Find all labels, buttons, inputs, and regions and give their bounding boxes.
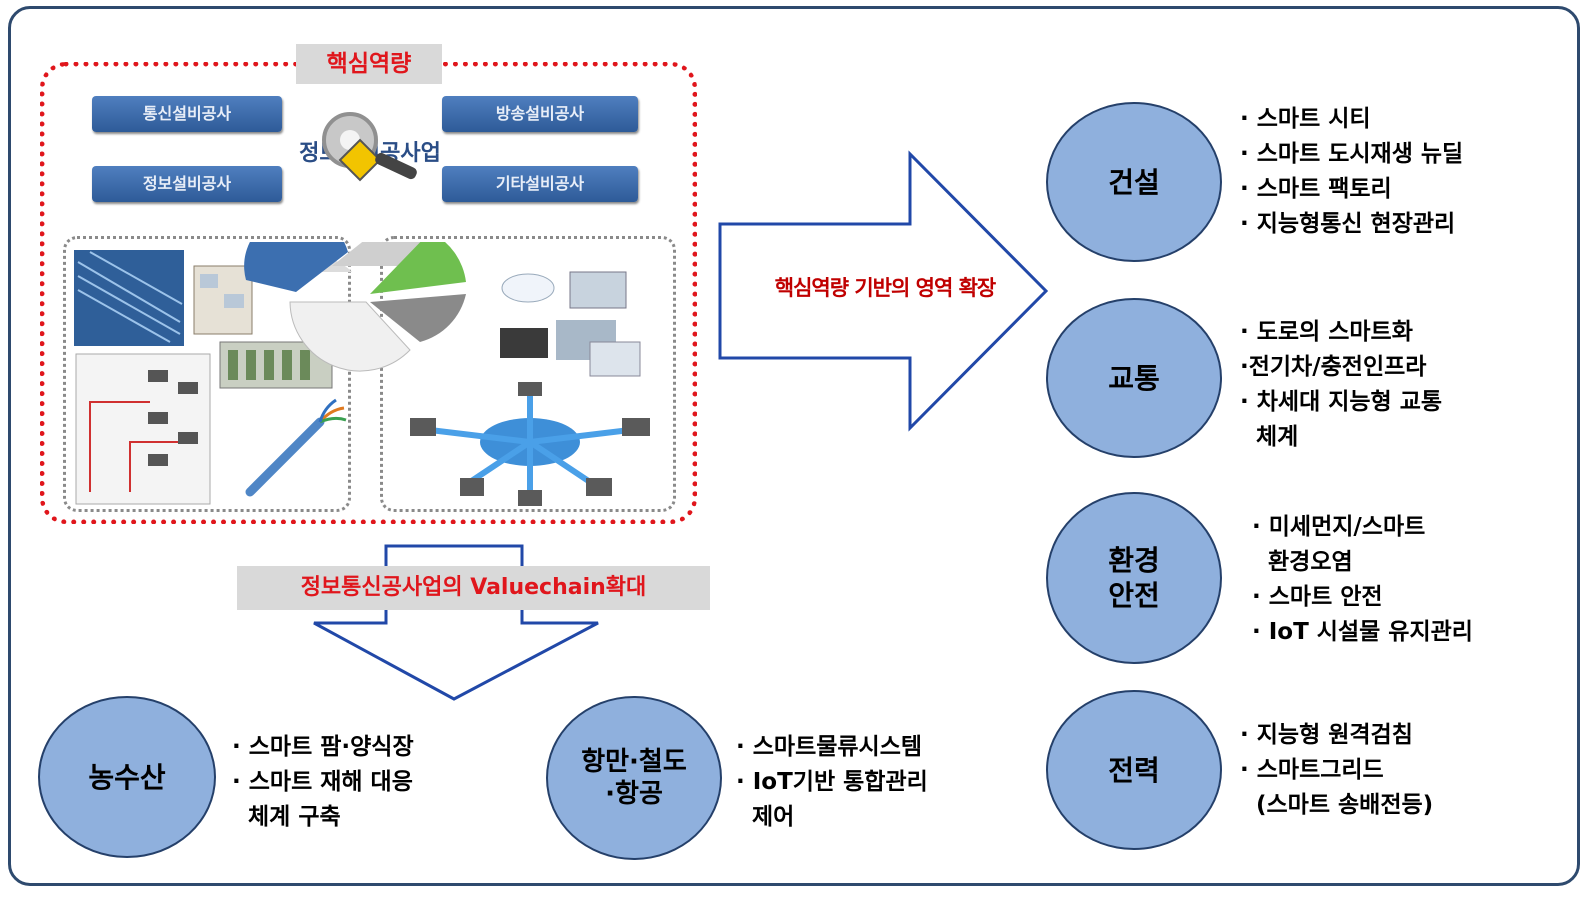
list-item: · 스마트 안전: [1252, 584, 1383, 610]
list-item: 체계 구축: [232, 804, 341, 830]
list-item: · 스마트 도시재생 뉴딜: [1240, 141, 1464, 167]
list-item: ·전기차/충전인프라: [1240, 354, 1427, 380]
list-item: 환경오염: [1252, 549, 1353, 575]
list-item: · IoT 시설물 유지관리: [1252, 619, 1473, 645]
network-equipment-illustration: [74, 242, 650, 506]
list-item: (스마트 송배전등): [1240, 792, 1434, 818]
right-illustration-panel: [380, 236, 676, 512]
core-competency-title: 핵심역량: [296, 44, 442, 84]
list-item: · 차세대 지능형 교통: [1240, 389, 1443, 415]
list-item: · 스마트 재해 대응: [232, 769, 413, 795]
valuechain-arrow-down: [313, 544, 599, 701]
list-item: · IoT기반 통합관리: [736, 769, 928, 795]
list-item: · 지능형통신 현장관리: [1240, 211, 1456, 237]
service-button-telecom: 통신설비공사: [92, 96, 282, 132]
list-item: · 미세먼지/스마트: [1252, 514, 1426, 540]
domain-circle-port-rail-aviation: 항만·철도 ·항공: [546, 696, 722, 860]
domain-circle-transport: 교통: [1046, 298, 1222, 458]
domain-list-transport: · 도로의 스마트화 ·전기차/충전인프라 · 차세대 지능형 교통 체계: [1240, 315, 1442, 455]
domain-list-construction: · 스마트 시티 · 스마트 도시재생 뉴딜 · 스마트 팩토리 · 지능형통신…: [1240, 102, 1463, 242]
domain-circle-environment-safety: 환경 안전: [1046, 492, 1222, 664]
service-button-other: 기타설비공사: [442, 166, 638, 202]
list-item: 체계: [1240, 424, 1299, 450]
service-button-broadcast: 방송설비공사: [442, 96, 638, 132]
domain-circle-power: 전력: [1046, 690, 1222, 850]
list-item: · 스마트 시티: [1240, 106, 1371, 132]
list-item: · 스마트 팩토리: [1240, 176, 1392, 202]
valuechain-label: 정보통신공사업의 Valuechain확대: [237, 566, 710, 610]
list-item: · 도로의 스마트화: [1240, 319, 1413, 345]
list-item: · 스마트 팜·양식장: [232, 734, 414, 760]
list-item: · 스마트그리드: [1240, 757, 1384, 783]
domain-list-port-rail-aviation: · 스마트물류시스템 · IoT기반 통합관리 제어: [736, 730, 928, 835]
domain-list-power: · 지능형 원격검침 · 스마트그리드 (스마트 송배전등): [1240, 718, 1433, 823]
expansion-arrow-label: 핵심역량 기반의 영역 확장: [774, 276, 996, 300]
service-button-information: 정보설비공사: [92, 166, 282, 202]
left-illustration-panel: [63, 236, 351, 512]
list-item: · 지능형 원격검침: [1240, 722, 1413, 748]
gear-icon: [322, 112, 417, 182]
diagram-frame: [8, 6, 1580, 886]
domain-list-agriculture-fishery: · 스마트 팜·양식장 · 스마트 재해 대응 체계 구축: [232, 730, 414, 835]
list-item: 제어: [736, 804, 795, 830]
list-item: · 스마트물류시스템: [736, 734, 923, 760]
expansion-arrow-right: [718, 150, 1049, 432]
domain-list-environment-safety: · 미세먼지/스마트 환경오염 · 스마트 안전 · IoT 시설물 유지관리: [1252, 510, 1473, 650]
domain-circle-construction: 건설: [1046, 102, 1222, 262]
domain-circle-agriculture-fishery: 농수산: [38, 696, 216, 858]
